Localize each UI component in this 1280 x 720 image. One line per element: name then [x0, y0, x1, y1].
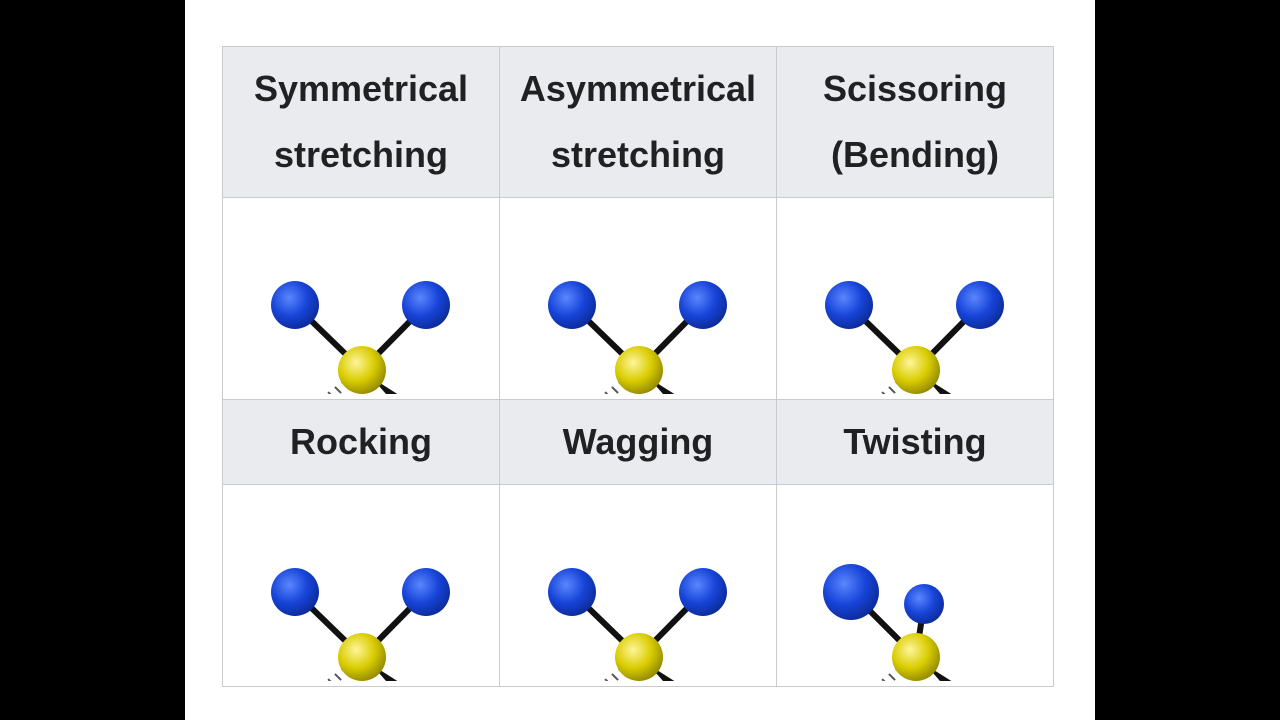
outer-atom-left — [825, 280, 873, 329]
header-row-2: Rocking Wagging Twisting — [222, 399, 1054, 485]
outer-atom-right — [904, 583, 944, 624]
outer-atom-left — [271, 567, 319, 616]
image-row-2 — [222, 484, 1054, 687]
header-asymmetrical-stretching: Asymmetrical stretching — [499, 46, 777, 198]
outer-atom-left — [823, 563, 879, 620]
molecule-cell — [222, 197, 500, 400]
header-rocking: Rocking — [222, 399, 500, 485]
molecule-cell — [776, 484, 1054, 687]
outer-atom-left — [548, 567, 596, 616]
outer-atom-right — [956, 280, 1004, 329]
molecule-diagram — [548, 280, 727, 394]
wedge-bond — [372, 377, 398, 394]
molecule-cell — [499, 197, 777, 400]
outer-atom-right — [679, 567, 727, 616]
header-scissoring: Scissoring (Bending) — [776, 46, 1054, 198]
molecule-cell — [776, 197, 1054, 400]
center-atom — [338, 345, 386, 394]
center-atom — [892, 345, 940, 394]
outer-atom-right — [402, 280, 450, 329]
header-wagging: Wagging — [499, 399, 777, 485]
header-twisting: Twisting — [776, 399, 1054, 485]
center-atom — [338, 632, 386, 681]
molecule-diagram — [271, 567, 450, 681]
center-atom — [615, 632, 663, 681]
outer-atom-right — [679, 280, 727, 329]
header-row-1: Symmetrical stretching Asymmetrical stre… — [222, 46, 1054, 198]
molecule-diagram — [271, 280, 450, 394]
outer-atom-left — [548, 280, 596, 329]
center-atom — [615, 345, 663, 394]
molecule-diagram — [825, 280, 1004, 394]
outer-atom-left — [271, 280, 319, 329]
outer-atom-right — [402, 567, 450, 616]
molecule-diagram — [823, 563, 952, 681]
molecule-diagram — [548, 567, 727, 681]
vibration-modes-table: Symmetrical stretching Asymmetrical stre… — [222, 46, 1054, 687]
center-atom — [892, 632, 940, 681]
molecule-cell — [499, 484, 777, 687]
wedge-bond — [372, 664, 398, 681]
molecule-cell — [222, 484, 500, 687]
image-row-1 — [222, 197, 1054, 400]
header-symmetrical-stretching: Symmetrical stretching — [222, 46, 500, 198]
